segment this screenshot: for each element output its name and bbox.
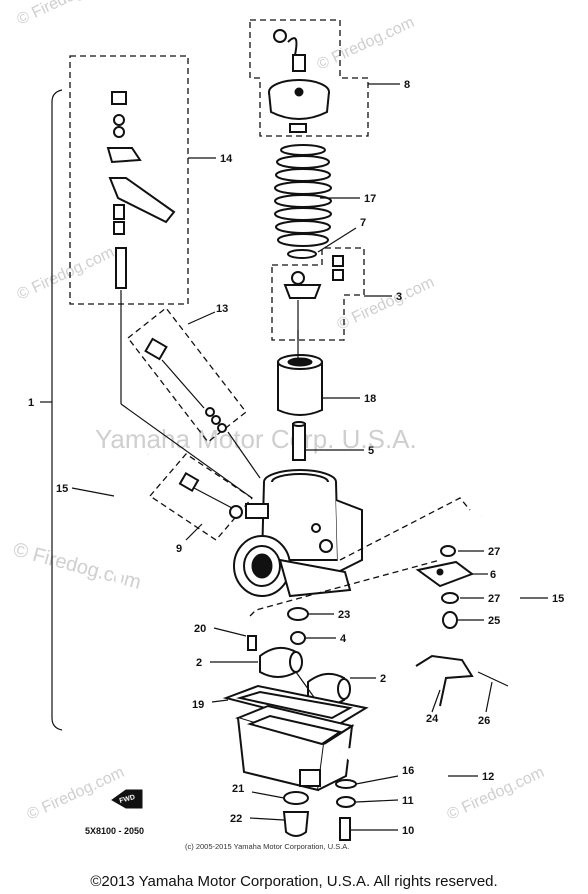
callout-8: 8 (404, 79, 410, 91)
firedog-watermark-mid: © Firedog.com (335, 274, 437, 334)
drawing-code: 5X8100 - 2050 (85, 826, 145, 836)
vent-tube-right (481, 515, 517, 650)
carburetor-exploded-view: Yamaha Motor Corp. U.S.A. © Firedog.com … (11, 0, 564, 851)
callout-12: 12 (482, 771, 494, 783)
firedog-watermark-topleft: © Firedog.com (15, 0, 117, 29)
group-8-box (249, 19, 369, 137)
callout-2b: 2 (380, 673, 386, 685)
callout-1: 1 (28, 397, 34, 409)
leader-21 (251, 791, 285, 799)
callout-24: 24 (426, 713, 439, 725)
callout-22: 22 (230, 813, 242, 825)
callout-23: 23 (338, 609, 350, 621)
callout-4: 4 (340, 633, 347, 645)
throttle-stop-screw (178, 471, 243, 519)
leader-13 (187, 311, 216, 325)
leader-22 (249, 817, 285, 821)
body-link-line-2 (249, 559, 441, 617)
callout-17: 17 (364, 193, 376, 205)
small-copyright: (c) 2005-2015 Yamaha Motor Corporation, … (185, 842, 350, 851)
clip-16 (335, 779, 357, 789)
callout-15a: 15 (56, 483, 68, 495)
throttle-cap (268, 29, 330, 133)
washer-23 (287, 607, 309, 621)
callout-9: 9 (176, 543, 182, 555)
main-jet-4 (290, 631, 306, 645)
firedog-watermark-top: © Firedog.com (315, 14, 417, 74)
drain-tube (339, 741, 447, 851)
firedog-watermark-midleft: © Firedog.com (15, 244, 117, 304)
pin-26 (477, 671, 509, 687)
group-14-box (69, 55, 189, 305)
callout-20: 20 (194, 623, 206, 635)
group-13-box (127, 307, 247, 443)
callout-26: 26 (478, 715, 490, 727)
callout-7: 7 (360, 217, 366, 229)
callout-labels: 1 2 2 3 4 5 6 7 8 9 10 11 12 13 14 15 15… (28, 79, 564, 837)
floats (259, 646, 351, 706)
callout-27a: 27 (488, 546, 500, 558)
callout-6: 6 (490, 569, 496, 581)
needle-holder (283, 255, 344, 340)
leader-16 (355, 775, 399, 785)
gasket-inner (236, 690, 353, 720)
bracket-24 (415, 654, 474, 707)
leader-11 (355, 799, 399, 803)
plug-22 (282, 811, 310, 837)
assembly-bracket (51, 89, 63, 731)
center-watermark: Yamaha Motor Corp. U.S.A. (95, 424, 417, 454)
group-3-box (271, 247, 365, 341)
callout-15b: 15 (552, 593, 564, 605)
firedog-watermark-bottomleft: © Firedog.com (25, 764, 127, 824)
spring-seat (287, 249, 317, 259)
leader-9 (185, 523, 203, 541)
screw-10 (339, 817, 351, 841)
leader-20 (213, 627, 247, 637)
callout-3: 3 (396, 291, 402, 303)
leader-24 (431, 689, 441, 713)
float-bowl (234, 704, 355, 792)
gasket-21 (283, 791, 309, 805)
body-link-line (339, 497, 471, 561)
callout-2a: 2 (196, 657, 202, 669)
throttle-spring (274, 144, 332, 247)
leader-15a (71, 487, 115, 497)
lever-assembly (415, 545, 475, 629)
starter-plunger-parts (106, 91, 253, 499)
needle-jet (292, 421, 306, 461)
washer-11 (336, 796, 356, 808)
leader-19 (211, 699, 229, 703)
callout-19: 19 (192, 699, 204, 711)
firedog-watermark-bottomright: © Firedog.com (445, 764, 547, 824)
leader-7 (317, 227, 357, 253)
callout-10: 10 (402, 825, 414, 837)
fwd-label: FWD (119, 794, 136, 805)
callout-21: 21 (232, 783, 244, 795)
screw-20 (247, 635, 257, 651)
callout-13: 13 (216, 303, 228, 315)
callout-27b: 27 (488, 593, 500, 605)
fwd-arrow-icon (111, 789, 143, 809)
leader-26 (485, 681, 493, 713)
callout-14: 14 (220, 153, 233, 165)
pilot-screw-parts (144, 337, 261, 479)
callout-16: 16 (402, 765, 414, 777)
carburetor-body (233, 469, 363, 598)
callout-5: 5 (368, 445, 374, 457)
throttle-valve (277, 330, 323, 416)
callout-11: 11 (402, 795, 414, 807)
group-9-box (149, 453, 253, 541)
callout-18: 18 (364, 393, 376, 405)
footer-copyright: ©2013 Yamaha Motor Corporation, U.S.A. A… (90, 873, 498, 890)
callout-25: 25 (488, 615, 500, 627)
